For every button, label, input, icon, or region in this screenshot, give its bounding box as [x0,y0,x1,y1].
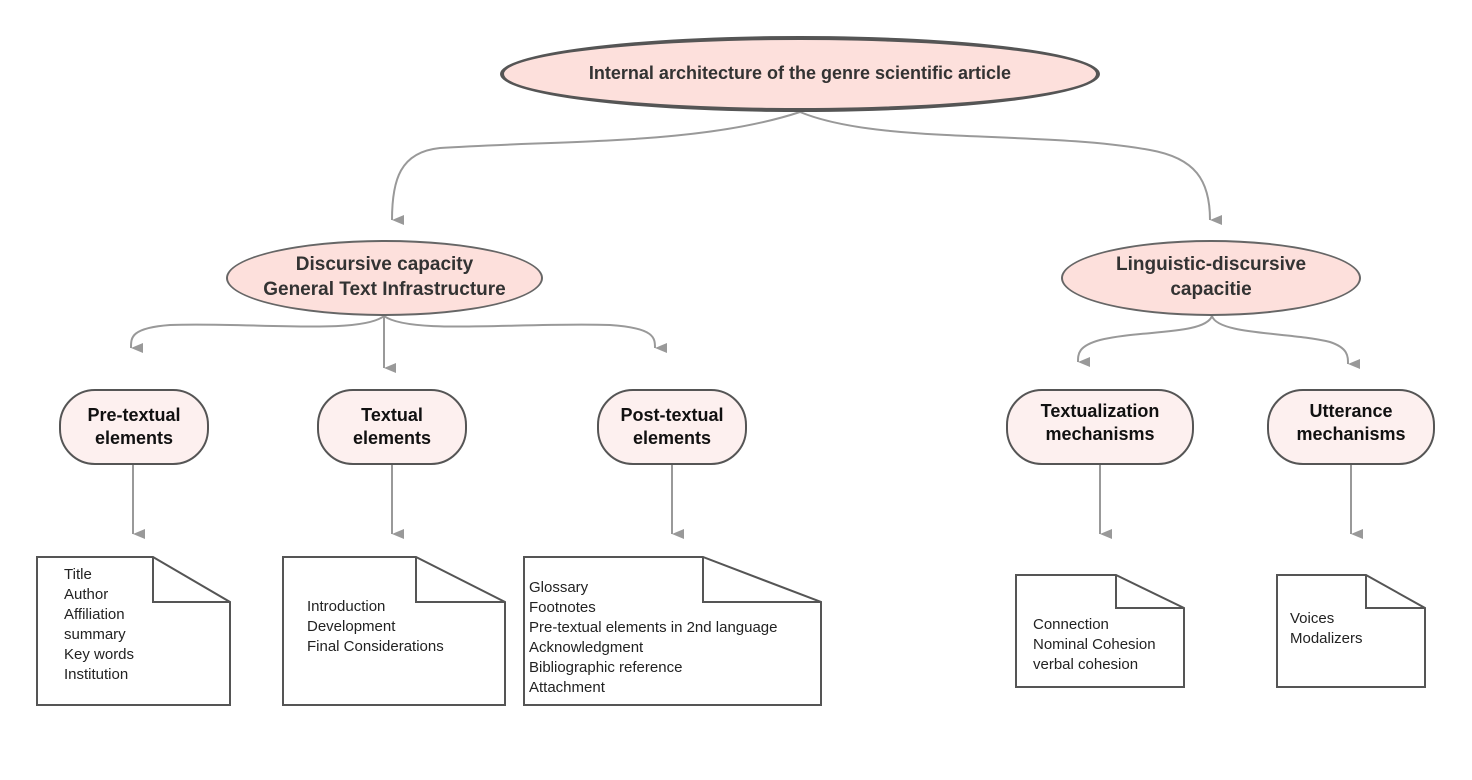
note-item: summary [64,626,126,643]
note-item: Introduction [307,598,386,615]
note-item: Bibliographic reference [529,659,683,676]
textual-elements-node: Textual elements [317,389,467,465]
textual-line1: Textual [361,404,423,425]
post-textual-line2: elements [632,428,712,448]
note-item: Voices [1290,610,1335,627]
note-post-textual-shape [523,556,822,706]
post-textual-line1: Post-textual [620,404,724,425]
note-item: Connection [1033,616,1109,633]
connector-ling-utter [1211,315,1361,369]
root-node: Internal architecture of the genre scien… [500,36,1100,112]
branch-linguistic-node: Linguistic-discursive capacitie [1061,240,1361,316]
textualization-line2: mechanisms [1045,424,1155,444]
utterance-line2: mechanisms [1296,424,1406,444]
branch-linguistic-line2: capacitie [1170,279,1252,300]
note-item: Footnotes [529,599,596,616]
note-item: Development [307,618,396,635]
note-item: Glossary [529,579,589,596]
connector-root-linguistic [799,111,1223,225]
textual-line2: elements [352,428,432,448]
root-label: Internal architecture of the genre scien… [588,63,1012,84]
utterance-mechanisms-node: Utterance mechanisms [1267,389,1435,465]
textualization-line1: Textualization [1040,400,1160,421]
note-item: Affiliation [64,606,125,623]
branch-linguistic-line1: Linguistic-discursive [1115,254,1307,276]
note-item: Final Considerations [307,638,444,655]
connector-root-discursive [391,111,801,226]
note-item: Author [64,586,109,603]
pre-textual-line2: elements [94,428,174,448]
utterance-line1: Utterance [1309,400,1393,421]
branch-discursive-line2: General Text Infrastructure [263,279,506,300]
pre-textual-elements-node: Pre-textual elements [59,389,209,465]
note-item: Modalizers [1290,630,1363,647]
pre-textual-line1: Pre-textual [87,404,181,425]
connector-disc-post [383,315,668,353]
note-textualization: Connection Nominal Cohesion verbal cohes… [1033,615,1156,675]
branch-discursive-node: Discursive capacity General Text Infrast… [226,240,543,316]
note-textual-shape [282,556,506,706]
note-utterance: Voices Modalizers [1290,609,1363,649]
note-pre-textual: Title Author Affiliation summary Key wor… [64,565,134,685]
textualization-mechanisms-node: Textualization mechanisms [1006,389,1194,465]
note-post-textual: Glossary Footnotes Pre-textual elements … [529,578,778,698]
note-textual: Introduction Development Final Considera… [307,597,444,657]
note-textualization-shape [1015,574,1185,688]
note-pre-textual-shape [36,556,231,706]
connector-ling-textz [1077,315,1213,368]
connector-disc-pre [129,315,385,353]
post-textual-elements-node: Post-textual elements [597,389,747,465]
note-utterance-shape [1276,574,1426,688]
note-item: Attachment [529,679,605,696]
note-item: Nominal Cohesion [1033,636,1156,653]
note-item: Title [64,566,92,583]
note-item: Acknowledgment [529,639,644,656]
note-item: Pre-textual elements in 2nd language [529,619,778,636]
note-item: Institution [64,666,129,683]
branch-discursive-line1: Discursive capacity [295,254,474,276]
note-item: Key words [64,646,135,663]
note-item: verbal cohesion [1033,656,1139,673]
